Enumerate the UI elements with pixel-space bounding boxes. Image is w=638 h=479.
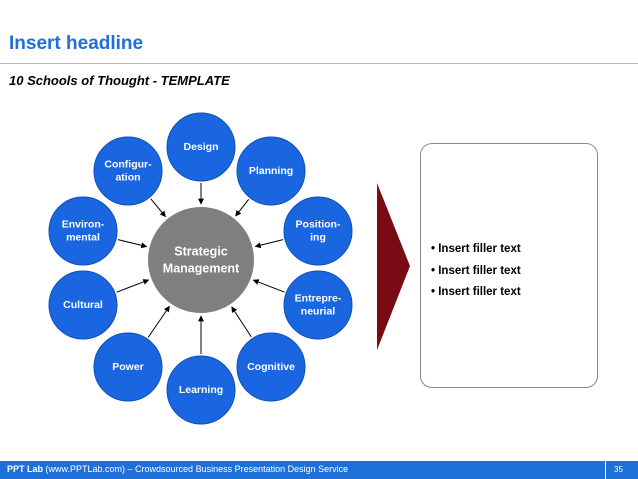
footer-brand: PPT Lab (7, 464, 44, 474)
filler-textbox: Insert filler text Insert filler text In… (420, 143, 598, 388)
school-label: Cultural (63, 299, 103, 311)
school-label: Cognitive (247, 361, 295, 373)
school-node-entrepreneurial: Entrepre-neurial (283, 270, 353, 340)
arrow-configuration (150, 198, 166, 218)
school-label: Configur- (104, 159, 152, 171)
school-node-design: Design (166, 112, 236, 182)
school-label: mental (66, 232, 100, 244)
center-label: Strategic (174, 245, 228, 259)
school-label: Entrepre- (295, 293, 342, 305)
school-label: ing (310, 232, 326, 244)
school-label: Design (183, 141, 218, 153)
school-label: Learning (179, 384, 223, 396)
school-node-power: Power (93, 332, 163, 402)
school-circle (236, 332, 306, 402)
school-circle (166, 112, 236, 182)
arrow-positioning (254, 239, 284, 249)
footer-divider (605, 461, 606, 479)
bullet-item: Insert filler text (431, 261, 520, 283)
school-circle (166, 355, 236, 425)
arrow-planning (235, 198, 250, 217)
school-node-positioning: Position-ing (283, 196, 353, 266)
bullet-item: Insert filler text (431, 282, 520, 304)
headline: Insert headline (9, 33, 144, 54)
arrow-environmental (117, 239, 148, 249)
school-circle (93, 136, 163, 206)
header-rule (0, 63, 638, 64)
school-node-planning: Planning (236, 136, 306, 206)
arrow-cultural (116, 279, 150, 293)
arrow-cognitive (231, 306, 252, 338)
school-label: ation (115, 172, 140, 184)
school-label: Environ- (62, 219, 105, 231)
school-node-environmental: Environ-mental (48, 196, 118, 266)
school-circle (48, 270, 118, 340)
page-number: 35 (614, 465, 623, 474)
arrow-entrepreneurial (252, 279, 285, 293)
school-circle (236, 136, 306, 206)
school-circle (48, 196, 118, 266)
footer-bar: PPT Lab (www.PPTLab.com) – Crowdsourced … (0, 461, 638, 479)
footer-text: PPT Lab (www.PPTLab.com) – Crowdsourced … (7, 464, 348, 474)
school-node-learning: Learning (166, 355, 236, 425)
school-label: Position- (296, 219, 341, 231)
bullet-item: Insert filler text (431, 239, 520, 261)
center-circle (148, 207, 254, 313)
school-circle (93, 332, 163, 402)
arrow-power (147, 305, 170, 338)
school-label: neurial (301, 306, 336, 318)
school-circle (283, 196, 353, 266)
footer-description: (www.PPTLab.com) – Crowdsourced Business… (43, 464, 349, 474)
school-node-configuration: Configur-ation (93, 136, 163, 206)
school-circle (283, 270, 353, 340)
center-label: Management (163, 262, 240, 276)
school-node-cultural: Cultural (48, 270, 118, 340)
school-label: Planning (249, 165, 293, 177)
chevron-arrow (377, 183, 410, 350)
school-node-cognitive: Cognitive (236, 332, 306, 402)
bullet-list: Insert filler text Insert filler text In… (431, 239, 520, 304)
school-label: Power (112, 361, 144, 373)
subtitle: 10 Schools of Thought - TEMPLATE (9, 73, 230, 88)
